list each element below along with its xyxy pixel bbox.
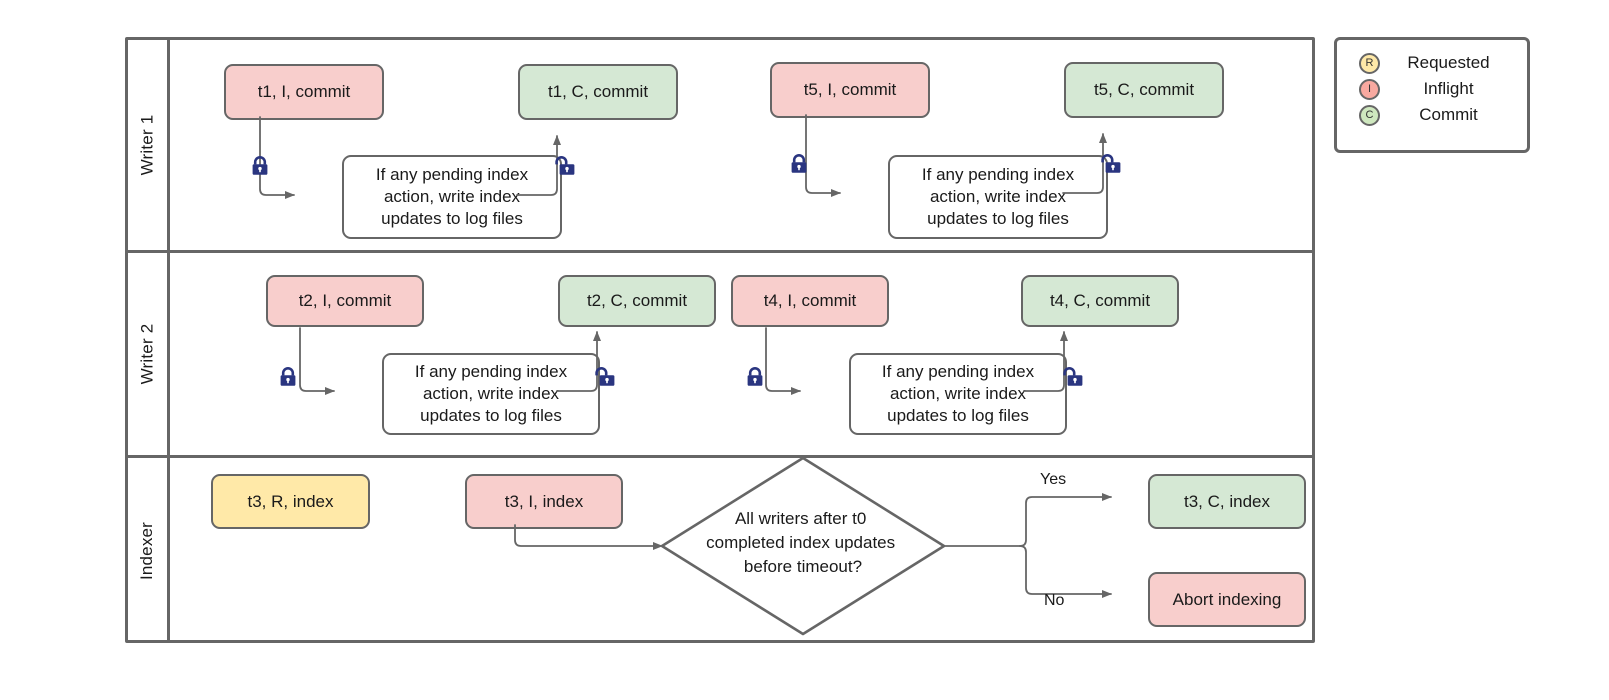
legend-label-commit: Commit xyxy=(1419,105,1478,124)
node-w1-process-1[interactable]: If any pending index action, write index… xyxy=(342,155,562,239)
lane-label-writer1-text: Writer 1 xyxy=(137,114,157,176)
node-indexer-t3-commit[interactable]: t3, C, index xyxy=(1148,474,1306,529)
node-w1-t5-inflight[interactable]: t5, I, commit xyxy=(770,62,930,118)
swimlane-writer1: Writer 1 t1, I, commit If any pending in… xyxy=(128,40,1312,253)
edge-label-yes: Yes xyxy=(1040,471,1067,488)
lock-open-icon-w2-2 xyxy=(594,366,616,388)
node-w2-process-2[interactable]: If any pending index action, write index… xyxy=(849,353,1067,435)
node-w2-t2-inflight[interactable]: t2, I, commit xyxy=(266,275,424,327)
lane-body-indexer: t3, R, index t3, I, index t3, C, index A… xyxy=(170,458,1312,643)
legend-label-inflight: Inflight xyxy=(1423,79,1474,98)
lock-open-icon-w2-4 xyxy=(1062,366,1084,388)
edge-label-no: No xyxy=(1044,592,1065,609)
node-w2-t4-commit[interactable]: t4, C, commit xyxy=(1021,275,1179,327)
swimlane-pool: Writer 1 t1, I, commit If any pending in… xyxy=(125,37,1315,643)
lane-label-writer1: Writer 1 xyxy=(128,40,170,250)
legend-box: R Requested I Inflight C Commit xyxy=(1334,37,1530,153)
legend-label-requested: Requested xyxy=(1407,53,1490,72)
node-w2-process-1[interactable]: If any pending index action, write index… xyxy=(382,353,600,435)
legend-item-commit: C Commit xyxy=(1337,102,1527,128)
node-w1-t5-commit[interactable]: t5, C, commit xyxy=(1064,62,1224,118)
node-w1-t1-inflight[interactable]: t1, I, commit xyxy=(224,64,384,120)
lane-label-writer2-text: Writer 2 xyxy=(137,323,157,385)
node-indexer-t3-inflight[interactable]: t3, I, index xyxy=(465,474,623,529)
legend-item-requested: R Requested xyxy=(1337,50,1527,76)
node-indexer-t3-requested[interactable]: t3, R, index xyxy=(211,474,370,529)
node-w1-process-2[interactable]: If any pending index action, write index… xyxy=(888,155,1108,239)
badge-commit-icon: C xyxy=(1359,104,1380,126)
swimlane-indexer: Indexer t3, R, index t3, I, index t3, C,… xyxy=(128,458,1312,643)
swimlane-writer2: Writer 2 t2, I, commit If any pending in… xyxy=(128,253,1312,458)
lock-open-icon-w1-4 xyxy=(1100,153,1122,175)
node-w2-t2-commit[interactable]: t2, C, commit xyxy=(558,275,716,327)
node-w2-t4-inflight[interactable]: t4, I, commit xyxy=(731,275,889,327)
lane-body-writer1: t1, I, commit If any pending index actio… xyxy=(170,40,1312,250)
lock-closed-icon-w2-1 xyxy=(277,366,299,388)
legend-item-inflight: I Inflight xyxy=(1337,76,1527,102)
badge-requested-icon: R xyxy=(1359,52,1380,74)
node-indexer-abort[interactable]: Abort indexing xyxy=(1148,572,1306,627)
node-w1-t1-commit[interactable]: t1, C, commit xyxy=(518,64,678,120)
lock-closed-icon-w1-1 xyxy=(249,155,271,177)
lock-closed-icon-w1-3 xyxy=(788,153,810,175)
badge-inflight-icon: I xyxy=(1359,78,1380,100)
lane-label-indexer-text: Indexer xyxy=(137,521,157,580)
lock-closed-icon-w2-3 xyxy=(744,366,766,388)
lane-label-writer2: Writer 2 xyxy=(128,253,170,455)
lock-open-icon-w1-2 xyxy=(554,155,576,177)
lane-label-indexer: Indexer xyxy=(128,458,170,643)
lane-body-writer2: t2, I, commit If any pending index actio… xyxy=(170,253,1312,455)
